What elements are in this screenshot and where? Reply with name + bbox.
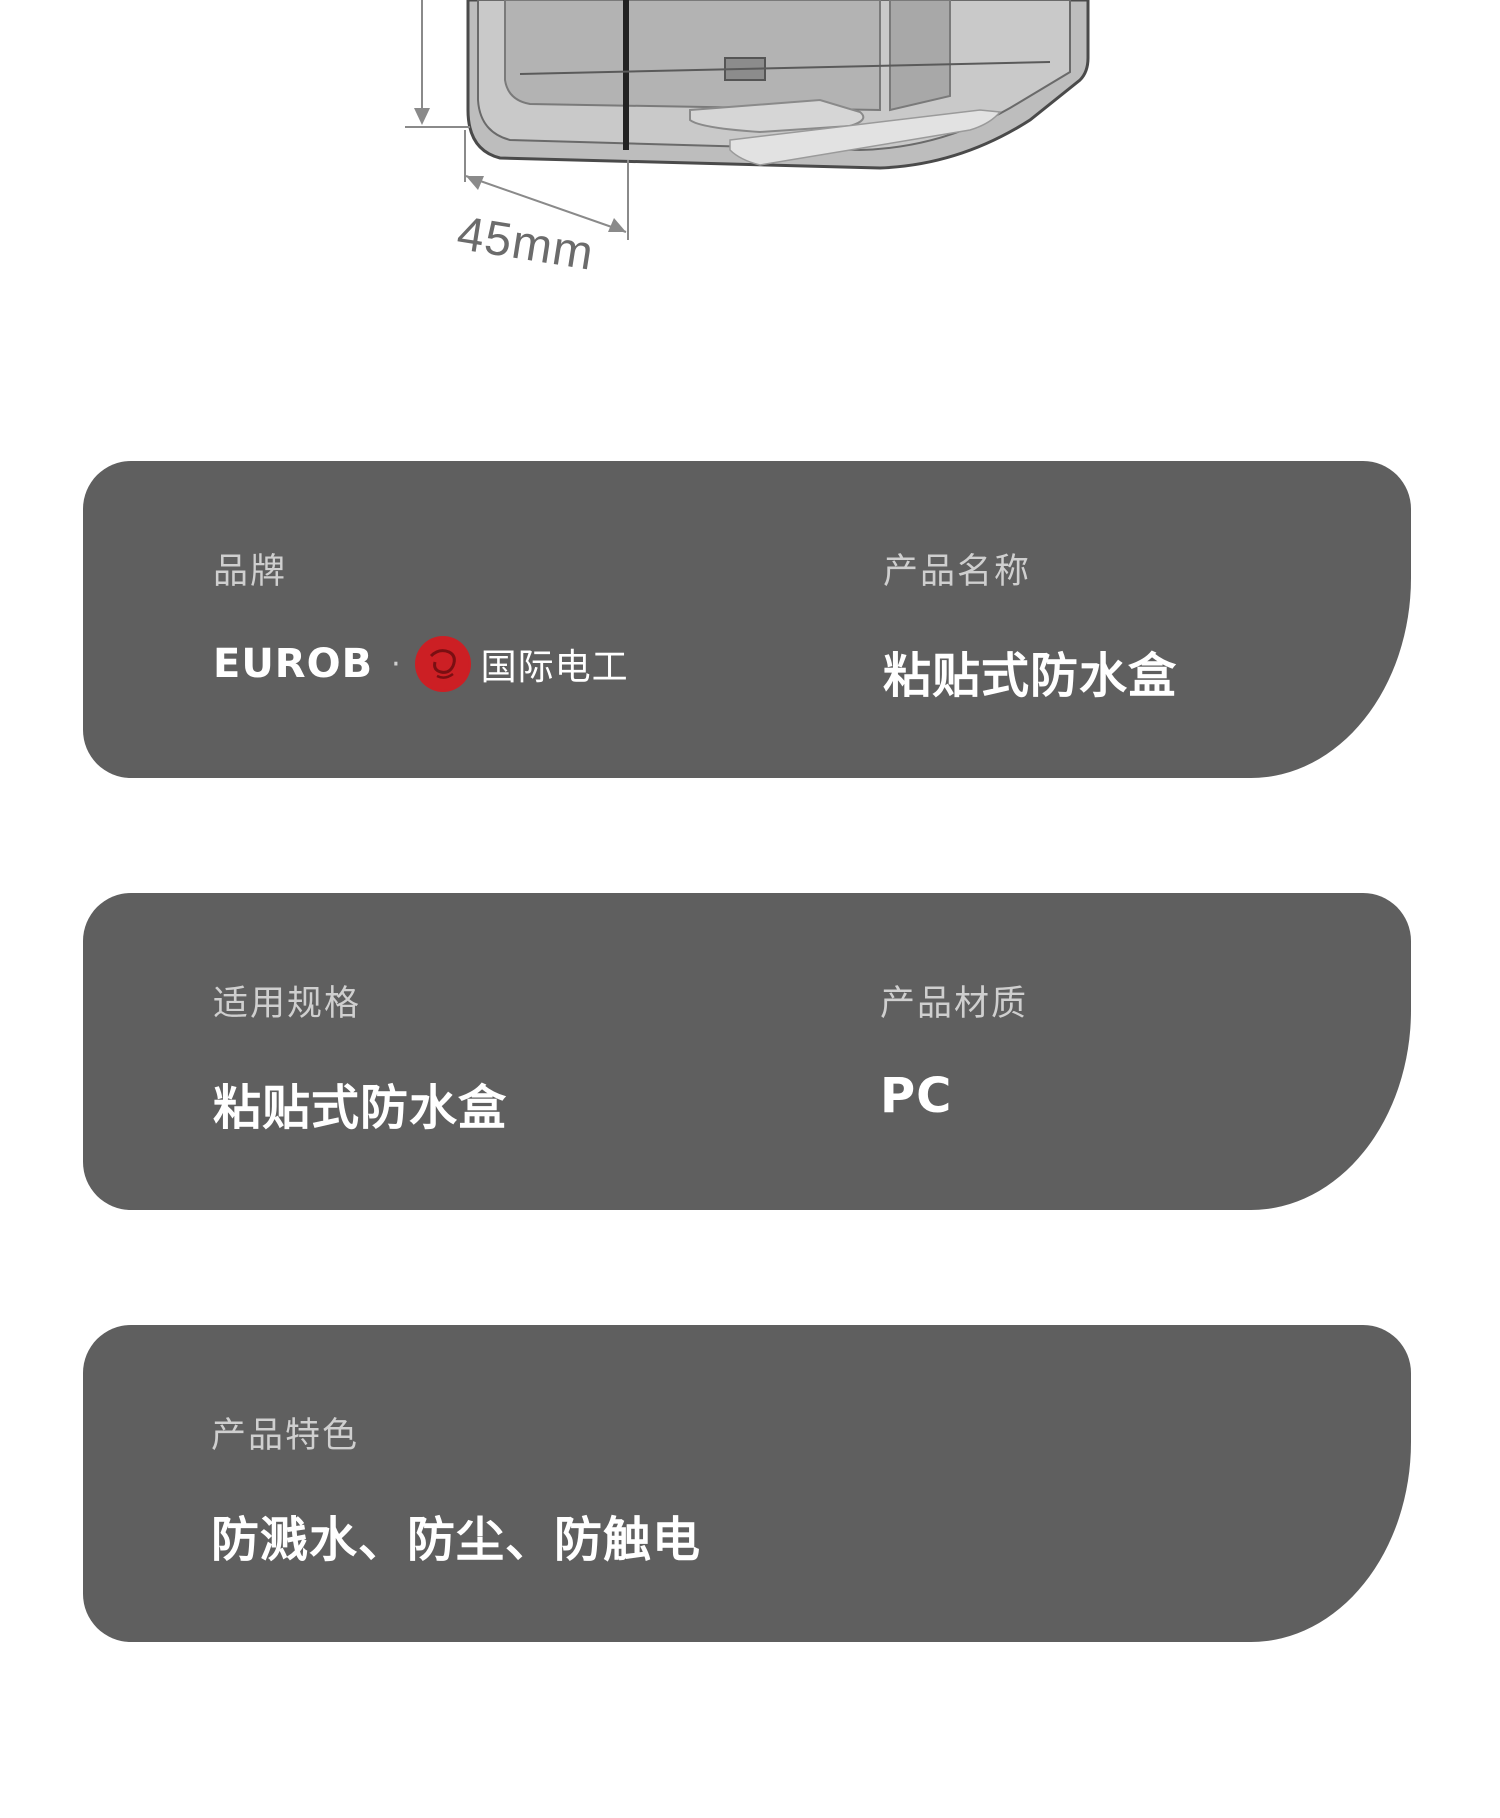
- applicable-spec-value: 粘贴式防水盒: [213, 1080, 508, 1136]
- material-value: PC: [880, 1068, 953, 1124]
- waterproof-box-illustration: [405, 0, 1090, 240]
- brand-field: 品牌 EUROB · 国际电工: [213, 543, 629, 694]
- product-drawing: 45mm: [0, 0, 1500, 340]
- brand-logo: EUROB · 国际电工: [213, 634, 629, 694]
- brand-label: 品牌: [213, 552, 288, 592]
- features-field: 产品特色 防溅水、防尘、防触电: [211, 1407, 701, 1570]
- applicable-spec-field: 适用规格 粘贴式防水盒: [213, 975, 507, 1138]
- spec-card-material: 适用规格 粘贴式防水盒 产品材质 PC: [83, 893, 1411, 1210]
- spec-card-features: 产品特色 防溅水、防尘、防触电: [83, 1325, 1411, 1642]
- applicable-spec-label: 适用规格: [213, 984, 362, 1024]
- brand-seal-icon: [414, 636, 471, 692]
- product-name-label: 产品名称: [883, 552, 1032, 592]
- brand-wordmark: EUROB: [213, 641, 374, 687]
- material-label: 产品材质: [880, 984, 1029, 1024]
- features-label: 产品特色: [211, 1416, 360, 1456]
- product-name-field: 产品名称 粘贴式防水盒: [883, 543, 1177, 706]
- features-value: 防溅水、防尘、防触电: [211, 1512, 702, 1568]
- brand-chinese-name: 国际电工: [480, 647, 629, 688]
- brand-separator: ·: [391, 646, 401, 682]
- material-field: 产品材质 PC: [880, 975, 1028, 1124]
- product-name-value: 粘贴式防水盒: [883, 648, 1178, 704]
- spec-card-brand: 品牌 EUROB · 国际电工 产品名称 粘贴式防水盒: [83, 461, 1411, 778]
